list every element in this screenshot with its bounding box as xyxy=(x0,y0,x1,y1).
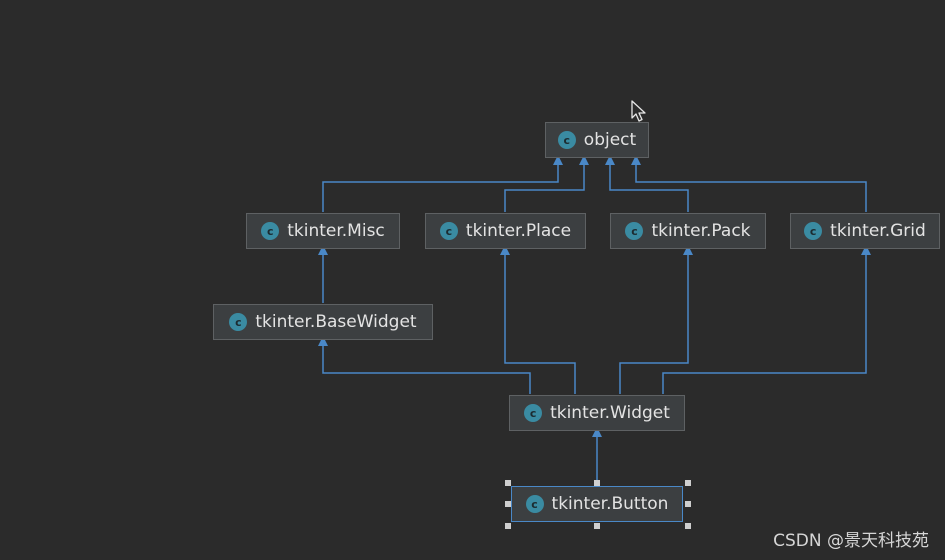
edge-pack-to-object xyxy=(605,155,689,212)
class-name: tkinter.Button xyxy=(551,494,669,514)
class-node-object[interactable]: c object xyxy=(545,122,649,158)
selection-handle-middle-right[interactable] xyxy=(685,501,691,507)
class-name: tkinter.Widget xyxy=(550,403,670,423)
class-icon: c xyxy=(557,131,576,149)
edge-place-to-object xyxy=(504,155,589,212)
class-node-tkinter-pack[interactable]: c tkinter.Pack xyxy=(610,213,766,249)
class-name: tkinter.Pack xyxy=(651,221,751,241)
class-node-tkinter-basewidget[interactable]: c tkinter.BaseWidget xyxy=(213,304,433,340)
class-name: tkinter.Grid xyxy=(830,221,926,241)
selection-handle-top-right[interactable] xyxy=(685,480,691,486)
selection-handle-bottom-right[interactable] xyxy=(685,523,691,529)
class-icon: c xyxy=(625,222,644,240)
edge-widget-to-pack xyxy=(619,245,693,394)
selection-handle-top-left[interactable] xyxy=(505,480,511,486)
edge-widget-to-place xyxy=(500,245,576,394)
mouse-pointer-icon xyxy=(631,100,646,122)
class-node-tkinter-grid[interactable]: c tkinter.Grid xyxy=(790,213,940,249)
edge-widget-to-basewidget xyxy=(318,336,531,394)
class-node-tkinter-button[interactable]: c tkinter.Button xyxy=(511,486,683,522)
class-icon: c xyxy=(525,495,544,513)
class-icon: c xyxy=(229,313,248,331)
selection-handle-bottom-left[interactable] xyxy=(505,523,511,529)
class-name: tkinter.BaseWidget xyxy=(255,312,417,332)
edge-grid-to-object xyxy=(631,155,867,212)
class-name: tkinter.Misc xyxy=(287,221,385,241)
selection-handle-middle-left[interactable] xyxy=(505,501,511,507)
watermark: CSDN @景天科技苑 xyxy=(773,531,929,551)
class-icon: c xyxy=(804,222,823,240)
class-node-tkinter-place[interactable]: c tkinter.Place xyxy=(425,213,586,249)
class-icon: c xyxy=(524,404,543,422)
class-icon: c xyxy=(439,222,458,240)
edge-misc-to-object xyxy=(322,155,563,212)
selection-handle-bottom-center[interactable] xyxy=(594,523,600,529)
edge-widget-to-grid xyxy=(662,245,871,394)
selection-handle-top-center[interactable] xyxy=(594,480,600,486)
class-node-tkinter-misc[interactable]: c tkinter.Misc xyxy=(246,213,400,249)
class-name: tkinter.Place xyxy=(465,221,572,241)
class-name: object xyxy=(583,130,637,150)
class-node-tkinter-widget[interactable]: c tkinter.Widget xyxy=(509,395,685,431)
class-icon: c xyxy=(261,222,280,240)
